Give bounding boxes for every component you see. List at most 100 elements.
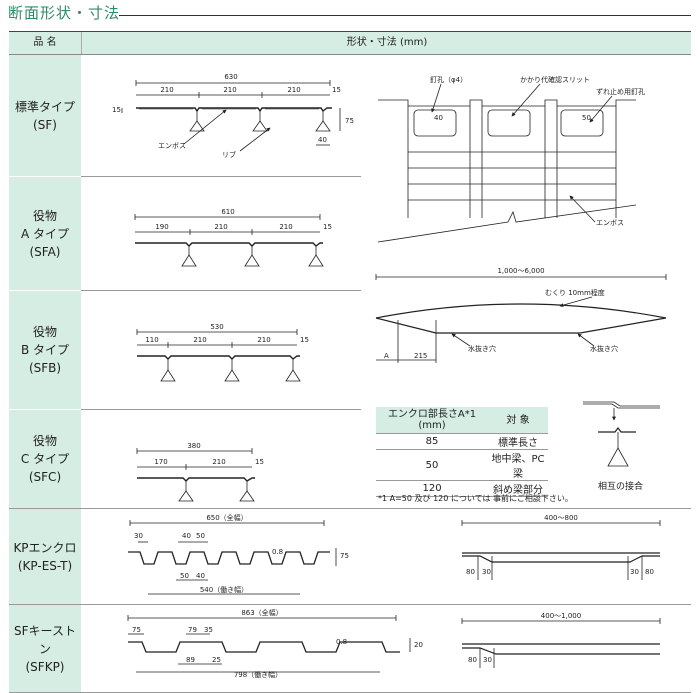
sfb-seg3-label: 210: [257, 336, 270, 344]
sf-seg2-label: 210: [223, 86, 236, 94]
enclo-length-cell: 50: [376, 449, 489, 481]
sfkp-section-drawing: [127, 615, 661, 673]
sfc-seg1-label: 170: [154, 458, 167, 466]
kp-end80-label: 80: [466, 568, 475, 576]
kp-total-label: 650（全幅）: [206, 513, 247, 522]
sfa-right15-label: 15: [323, 223, 332, 231]
camber-215-label: 215: [414, 352, 427, 360]
joint-caption: 相互の接合: [598, 482, 644, 492]
sfa-section-drawing: [134, 214, 324, 267]
sfb-right15-label: 15: [300, 336, 309, 344]
sf-right15-label: 15: [332, 86, 341, 94]
sfb-section-drawing: [136, 329, 301, 382]
sfkp-end30-label: 30: [483, 656, 492, 664]
row-name-sf: 標準タイプ(SF): [9, 55, 81, 176]
sfa-total-label: 610: [221, 208, 234, 216]
kp-b40-label: 40: [196, 572, 205, 580]
drain-hole-label-2: 水抜き穴: [590, 344, 618, 353]
sf-w40-label: 40: [318, 136, 327, 144]
kp-work-label: 540（働き幅）: [200, 585, 248, 594]
sfkp-end80-label: 80: [468, 656, 477, 664]
sf-rib-label: リブ: [222, 150, 236, 159]
sfkp-range-label: 400～1,000: [541, 612, 581, 620]
enclo-length-cell: 85: [376, 433, 489, 450]
sfb-total-label: 530: [210, 323, 223, 331]
sfkp-h20-label: 20: [414, 641, 423, 649]
kp-50-label: 50: [196, 532, 205, 540]
panel-slit-label: かかり代確認スリット: [520, 75, 590, 84]
row-divider: [9, 508, 691, 509]
row-divider: [81, 176, 361, 177]
camber-note-label: むくり 10mm程度: [545, 288, 605, 297]
title-rule: [119, 15, 691, 16]
sfkp-total-label: 863（全幅）: [241, 608, 282, 617]
target-cell: 標準長さ: [488, 433, 548, 450]
camber-drawing: [375, 274, 667, 363]
kp-end30b-label: 30: [630, 568, 639, 576]
panel-stopnail-label: ずれ止め用釘孔: [596, 87, 645, 96]
kp-thickness-label: 0.8: [272, 548, 283, 556]
kp-range-label: 400～800: [544, 514, 578, 522]
panel-emboss-label: エンボス: [596, 219, 624, 227]
table-row: 120 斜め梁部分: [376, 480, 548, 497]
row-name-kp: KPエンクロ(KP-ES-T): [9, 509, 81, 604]
drain-hole-label-1: 水抜き穴: [468, 344, 496, 353]
kp-40-label: 40: [182, 532, 191, 540]
kp-30-label: 30: [134, 532, 143, 540]
enclo-length-header: エンクロ部長さA*1 (mm): [376, 407, 489, 434]
enclo-length-table: エンクロ部長さA*1 (mm) 対 象 85 標準長さ 50 地中梁、PC梁 1…: [376, 407, 548, 497]
row-divider: [81, 409, 361, 410]
section-title: 断面形状・寸法: [8, 4, 121, 22]
sfkp-b25-label: 25: [212, 656, 221, 664]
sfkp-75-label: 75: [132, 626, 141, 634]
sf-seg3-label: 210: [287, 86, 300, 94]
sfa-seg1-label: 190: [155, 223, 168, 231]
row-divider: [9, 604, 691, 605]
table-row: 85 標準長さ: [376, 433, 548, 450]
sfb-seg2-label: 210: [193, 336, 206, 344]
sfb-seg1-label: 110: [145, 336, 158, 344]
target-header: 対 象: [488, 407, 548, 434]
sf-h75-label: 75: [345, 117, 354, 125]
panel-nail-label: 釘孔（φ4）: [430, 75, 467, 84]
sf-left15-label: 15: [112, 106, 121, 114]
kp-end30-label: 30: [482, 568, 491, 576]
table-header-row: エンクロ部長さA*1 (mm) 対 象: [376, 407, 548, 434]
panel-d40-label: 40: [434, 114, 443, 122]
sfkp-79-label: 79: [188, 626, 197, 634]
kp-section-drawing: [128, 520, 661, 595]
joint-detail-drawing: [583, 401, 660, 467]
sf-emboss-label: エンボス: [158, 142, 186, 150]
sf-total-label: 630: [224, 73, 237, 81]
sfkp-thickness-label: 0.8: [336, 638, 347, 646]
sfkp-b89-label: 89: [186, 656, 195, 664]
camber-a-label: A: [384, 352, 389, 360]
sfa-seg3-label: 210: [279, 223, 292, 231]
sf-section-drawing: [121, 80, 341, 152]
row-divider: [81, 290, 361, 291]
header-name: 品 名: [33, 37, 57, 48]
kp-end80b-label: 80: [645, 568, 654, 576]
camber-range-label: 1,000～6,000: [497, 267, 544, 275]
table-header: 品 名 形状・寸法 (mm): [9, 32, 691, 55]
footnote: *1 A=50 及び 120 については 事前にご相談下さい。: [378, 494, 573, 503]
panel-elevation-drawing: [377, 83, 637, 243]
sfa-seg2-label: 210: [214, 223, 227, 231]
panel-d50-label: 50: [582, 114, 591, 122]
target-cell: 斜め梁部分: [488, 480, 548, 497]
sfc-seg2-label: 210: [212, 458, 225, 466]
kp-b50-label: 50: [180, 572, 189, 580]
table-row: 50 地中梁、PC梁: [376, 449, 548, 481]
header-shape: 形状・寸法 (mm): [81, 32, 692, 54]
kp-h75-label: 75: [340, 552, 349, 560]
sfkp-35-label: 35: [204, 626, 213, 634]
target-cell: 地中梁、PC梁: [488, 449, 548, 481]
sfkp-work-label: 798（働き幅）: [234, 670, 282, 679]
sfc-total-label: 380: [187, 442, 200, 450]
sfc-right15-label: 15: [255, 458, 264, 466]
